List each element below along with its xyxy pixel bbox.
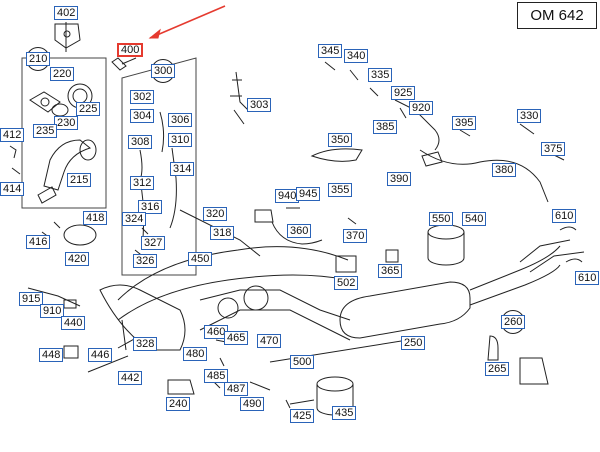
callout-485: 485	[204, 369, 229, 383]
pipe-215	[43, 139, 92, 191]
callout-320: 320	[203, 207, 228, 221]
callout-312: 312	[130, 176, 155, 190]
callout-314: 314	[170, 162, 195, 176]
callout-416: 416	[26, 235, 51, 249]
callout-487: 487	[224, 382, 249, 396]
callout-418: 418	[83, 211, 108, 225]
callout-326: 326	[133, 254, 158, 268]
callout-235: 235	[33, 124, 58, 138]
callout-308: 308	[128, 135, 153, 149]
callout-304: 304	[130, 109, 155, 123]
callout-335: 335	[368, 68, 393, 82]
callout-448: 448	[39, 348, 64, 362]
callout-915: 915	[19, 292, 44, 306]
callout-265: 265	[485, 362, 510, 376]
callout-306: 306	[168, 113, 193, 127]
callout-300: 300	[151, 64, 176, 78]
callout-450: 450	[188, 252, 213, 266]
callout-260: 260	[501, 315, 526, 329]
callout-390: 390	[387, 172, 412, 186]
callout-303: 303	[247, 98, 272, 112]
callout-414: 414	[0, 182, 25, 196]
callout-412: 412	[0, 128, 25, 142]
callout-610: 610	[552, 209, 577, 223]
callout-945: 945	[296, 187, 321, 201]
engine-code-title: OM 642	[517, 2, 597, 29]
callout-316: 316	[138, 200, 163, 214]
callout-318: 318	[210, 226, 235, 240]
callout-330: 330	[517, 109, 542, 123]
callout-310: 310	[168, 133, 193, 147]
callout-610b: 610	[575, 271, 600, 285]
bracket-402	[54, 23, 81, 49]
callout-225: 225	[76, 102, 101, 116]
callout-920: 920	[409, 101, 434, 115]
callout-925: 925	[391, 86, 416, 100]
callout-370: 370	[343, 229, 368, 243]
callout-380: 380	[492, 163, 517, 177]
callout-210: 210	[26, 52, 51, 66]
callout-365: 365	[378, 264, 403, 278]
callout-220: 220	[50, 67, 75, 81]
callout-250: 250	[401, 336, 426, 350]
callout-480: 480	[183, 347, 208, 361]
callout-327: 327	[141, 236, 166, 250]
callout-345: 345	[318, 44, 343, 58]
group-circle-260: 260	[501, 310, 526, 334]
callout-385: 385	[373, 120, 398, 134]
callout-350: 350	[328, 133, 353, 147]
callout-425: 425	[290, 409, 315, 423]
callout-460: 460	[204, 325, 229, 339]
callout-340: 340	[344, 49, 369, 63]
callout-395: 395	[452, 116, 477, 130]
callout-400: 400	[117, 43, 144, 57]
group-circle-210: 210	[26, 47, 51, 71]
callout-442: 442	[118, 371, 143, 385]
callout-465: 465	[224, 331, 249, 345]
callout-240: 240	[166, 397, 191, 411]
callout-355: 355	[328, 183, 353, 197]
callout-502: 502	[334, 276, 359, 290]
callout-230: 230	[54, 116, 79, 130]
callout-446: 446	[88, 348, 113, 362]
callout-500: 500	[290, 355, 315, 369]
callout-215: 215	[67, 173, 92, 187]
callout-302: 302	[130, 90, 155, 104]
callout-420: 420	[65, 252, 90, 266]
callout-440: 440	[61, 316, 86, 330]
callout-435: 435	[332, 406, 357, 420]
callout-540: 540	[462, 212, 487, 226]
red-arrow	[149, 5, 226, 39]
main-exhaust-pipe	[117, 246, 349, 321]
callout-324: 324	[122, 212, 147, 226]
stud-400	[111, 57, 137, 71]
callout-328: 328	[133, 337, 158, 351]
callout-470: 470	[257, 334, 282, 348]
rear-muffler	[339, 281, 471, 339]
callout-360: 360	[287, 224, 312, 238]
callout-402: 402	[54, 6, 79, 20]
callout-550: 550	[429, 212, 454, 226]
callout-375: 375	[541, 142, 566, 156]
callout-910: 910	[40, 304, 65, 318]
callout-490: 490	[240, 397, 265, 411]
group-circle-300: 300	[151, 59, 176, 83]
